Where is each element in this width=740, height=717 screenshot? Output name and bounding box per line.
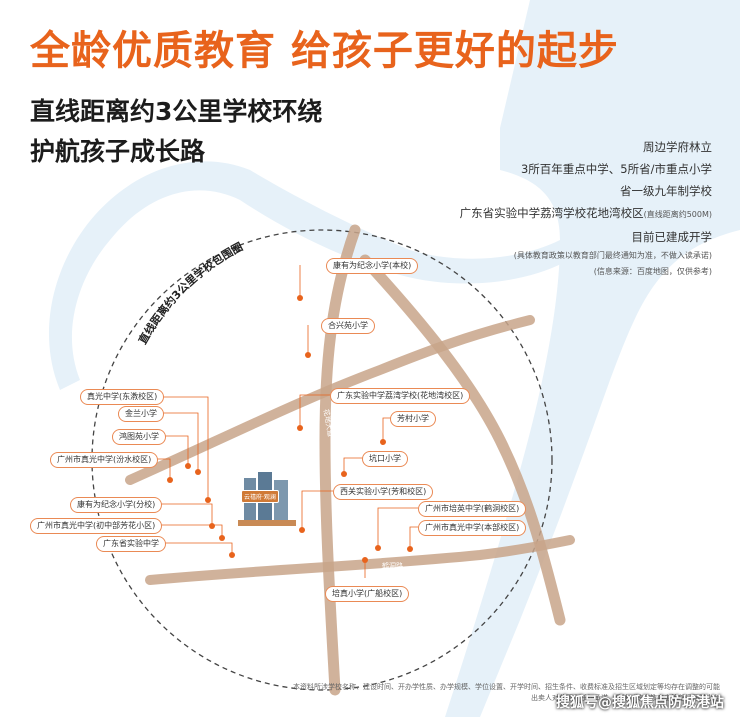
school-label: 广东实验中学荔湾学校(花地湾校区) xyxy=(330,388,471,404)
road-huadi-cross xyxy=(125,315,535,485)
school-dot xyxy=(195,469,201,475)
river-branch xyxy=(48,161,565,390)
school-dot xyxy=(375,545,381,551)
school-label: 广州市真光中学(本部校区) xyxy=(418,520,527,536)
school-label: 芳村小学 xyxy=(390,411,436,427)
disclaimer: 本资料所涉学校名称、建设时间、开办学性质、办学规模、学位设置、开学时间、招生条件… xyxy=(188,682,720,704)
school-label: 康有为纪念小学(本校) xyxy=(326,258,419,274)
info-line: 目前已建成开学 xyxy=(631,230,713,244)
road-label: 鹤洞路 xyxy=(382,562,403,570)
school-label: 西关实验小学(芳和校区) xyxy=(333,484,434,500)
info-note: (信息来源：百度地图，仅供参考) xyxy=(593,267,712,276)
info-note: (具体教育政策以教育部门最终通知为准，不做入读承诺) xyxy=(513,251,712,260)
circle-label: 直线距离约3公里学校包围圈 xyxy=(135,240,245,346)
info-line-note: (直线距离约500M) xyxy=(643,210,712,219)
info-line: 省一级九年制学校 xyxy=(620,184,712,198)
disclaimer-line: 本资料所涉学校名称、建设时间、开办学性质、办学规模、学位设置、开学时间、招生条件… xyxy=(293,683,720,691)
school-dot xyxy=(305,352,311,358)
disclaimer-line: 出卖人对此不作任何承诺，具体以政府教育主管部门届时出台 xyxy=(531,694,720,702)
school-label: 培真小学(广船校区) xyxy=(325,586,410,602)
school-dot xyxy=(297,425,303,431)
school-label: 广州市真光中学(汾水校区) xyxy=(50,452,159,468)
school-label: 鸿图苑小学 xyxy=(112,429,166,445)
subheadline-line2: 护航孩子成长路 xyxy=(30,137,206,166)
school-label: 康有为纪念小学(分校) xyxy=(70,497,163,513)
subheadline-line1: 直线距离约3公里学校环绕 xyxy=(30,97,323,126)
info-line: 周边学府林立 xyxy=(643,140,712,154)
school-dot xyxy=(362,557,368,563)
school-label: 广州市真光中学(初中部芳花小区) xyxy=(30,518,163,534)
school-label: 广东省实验中学 xyxy=(96,536,166,552)
school-dot xyxy=(205,497,211,503)
school-dot xyxy=(219,535,225,541)
school-dot xyxy=(407,546,413,552)
info-block: 周边学府林立 3所百年重点中学、5所省/市重点小学 省一级九年制学校 广东省实验… xyxy=(460,136,712,280)
school-dot xyxy=(299,527,305,533)
project-label: 云禧府·观澜 xyxy=(241,490,279,503)
school-label: 金兰小学 xyxy=(118,406,164,422)
info-line-school: 广东省实验中学荔湾学校花地湾校区 xyxy=(459,206,644,220)
road-fangcun xyxy=(359,254,566,626)
school-dot xyxy=(297,295,303,301)
watermark: 搜狐号@搜狐焦点防城港站 xyxy=(556,695,724,711)
river xyxy=(445,0,740,717)
road-huadi xyxy=(319,224,361,696)
school-label: 坑口小学 xyxy=(362,451,408,467)
school-dots xyxy=(167,295,413,563)
school-dot xyxy=(167,477,173,483)
info-line: 广东省实验中学荔湾学校花地湾校区(直线距离约500M) xyxy=(460,202,712,226)
school-label: 真光中学(东漖校区) xyxy=(80,389,165,405)
school-dot xyxy=(209,523,215,529)
school-dot xyxy=(341,471,347,477)
school-dot xyxy=(380,439,386,445)
school-dot xyxy=(229,552,235,558)
road-hedong xyxy=(145,535,575,585)
headline: 全龄优质教育 给孩子更好的起步 xyxy=(30,28,619,74)
school-label: 广州市培英中学(鹤洞校区) xyxy=(418,501,527,517)
info-line: 3所百年重点中学、5所省/市重点小学 xyxy=(520,162,712,176)
school-dot xyxy=(185,463,191,469)
school-label: 合兴苑小学 xyxy=(321,318,375,334)
